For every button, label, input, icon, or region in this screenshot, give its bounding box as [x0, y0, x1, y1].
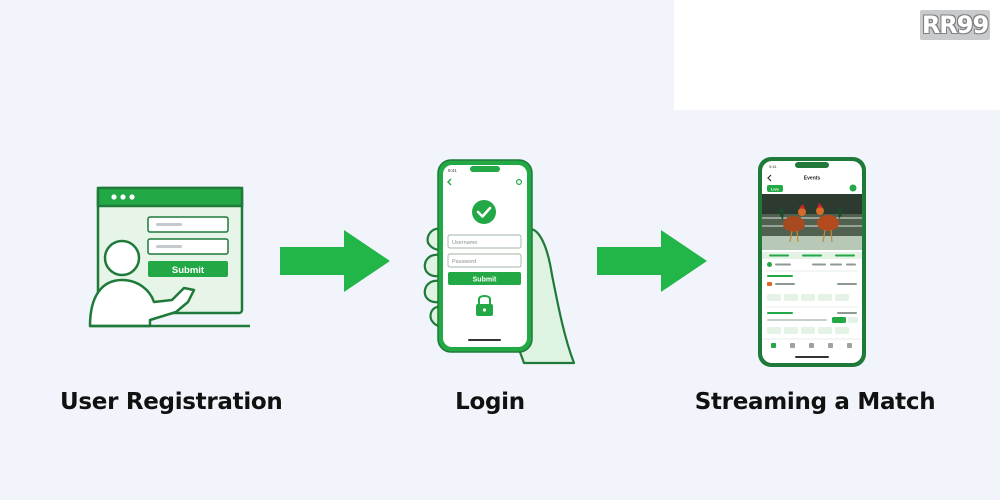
password-input[interactable] [447, 253, 522, 268]
window-dot-icon [129, 194, 135, 200]
nav-live-icon[interactable] [809, 343, 814, 348]
nav-bets-icon[interactable] [828, 343, 833, 348]
check-icon [472, 200, 496, 224]
bottom-nav [771, 343, 852, 348]
login-submit-label: Submit [473, 276, 497, 283]
nav-events-icon[interactable] [790, 343, 795, 348]
step-caption-login: Login [455, 389, 525, 415]
step-caption-registration: User Registration [60, 389, 283, 415]
user-figure-icon [88, 239, 196, 328]
status-time: 9:41 [769, 164, 778, 169]
window-dot-icon [120, 194, 126, 200]
registration-illustration: Submit [88, 186, 250, 328]
login-illustration: 9:41 Username Password Submit [423, 159, 576, 365]
nav-home-icon[interactable] [771, 343, 776, 348]
name-field[interactable] [147, 216, 229, 233]
live-badge[interactable] [767, 185, 783, 192]
email-field[interactable] [147, 238, 229, 255]
lock-icon [476, 295, 493, 316]
login-submit-button[interactable] [448, 272, 521, 285]
rooster-left-icon [779, 204, 806, 243]
arrow-right-icon [597, 230, 707, 292]
rooster-right-icon [816, 203, 843, 243]
screen-title: Events [804, 176, 821, 182]
step-caption-streaming: Streaming a Match [694, 389, 936, 415]
back-icon[interactable] [447, 178, 452, 186]
register-submit-label: Submit [172, 265, 205, 276]
bet-row [767, 327, 849, 334]
username-placeholder: Username [452, 240, 477, 246]
odds-row [767, 294, 849, 301]
arrow-right-icon [280, 230, 390, 292]
status-time: 9:41 [448, 168, 457, 173]
settings-icon[interactable] [515, 179, 522, 186]
back-icon[interactable] [767, 174, 772, 182]
fullscreen-icon[interactable] [849, 184, 857, 192]
password-placeholder: Password [452, 259, 476, 265]
nav-profile-icon[interactable] [847, 343, 852, 348]
register-submit-button[interactable] [148, 261, 228, 277]
username-input[interactable] [447, 234, 522, 249]
streaming-phone: 9:41 Events Live [758, 157, 866, 367]
window-dot-icon [111, 194, 117, 200]
brand-logo[interactable]: RR99 [920, 10, 990, 40]
live-badge-label: Live [771, 186, 780, 191]
